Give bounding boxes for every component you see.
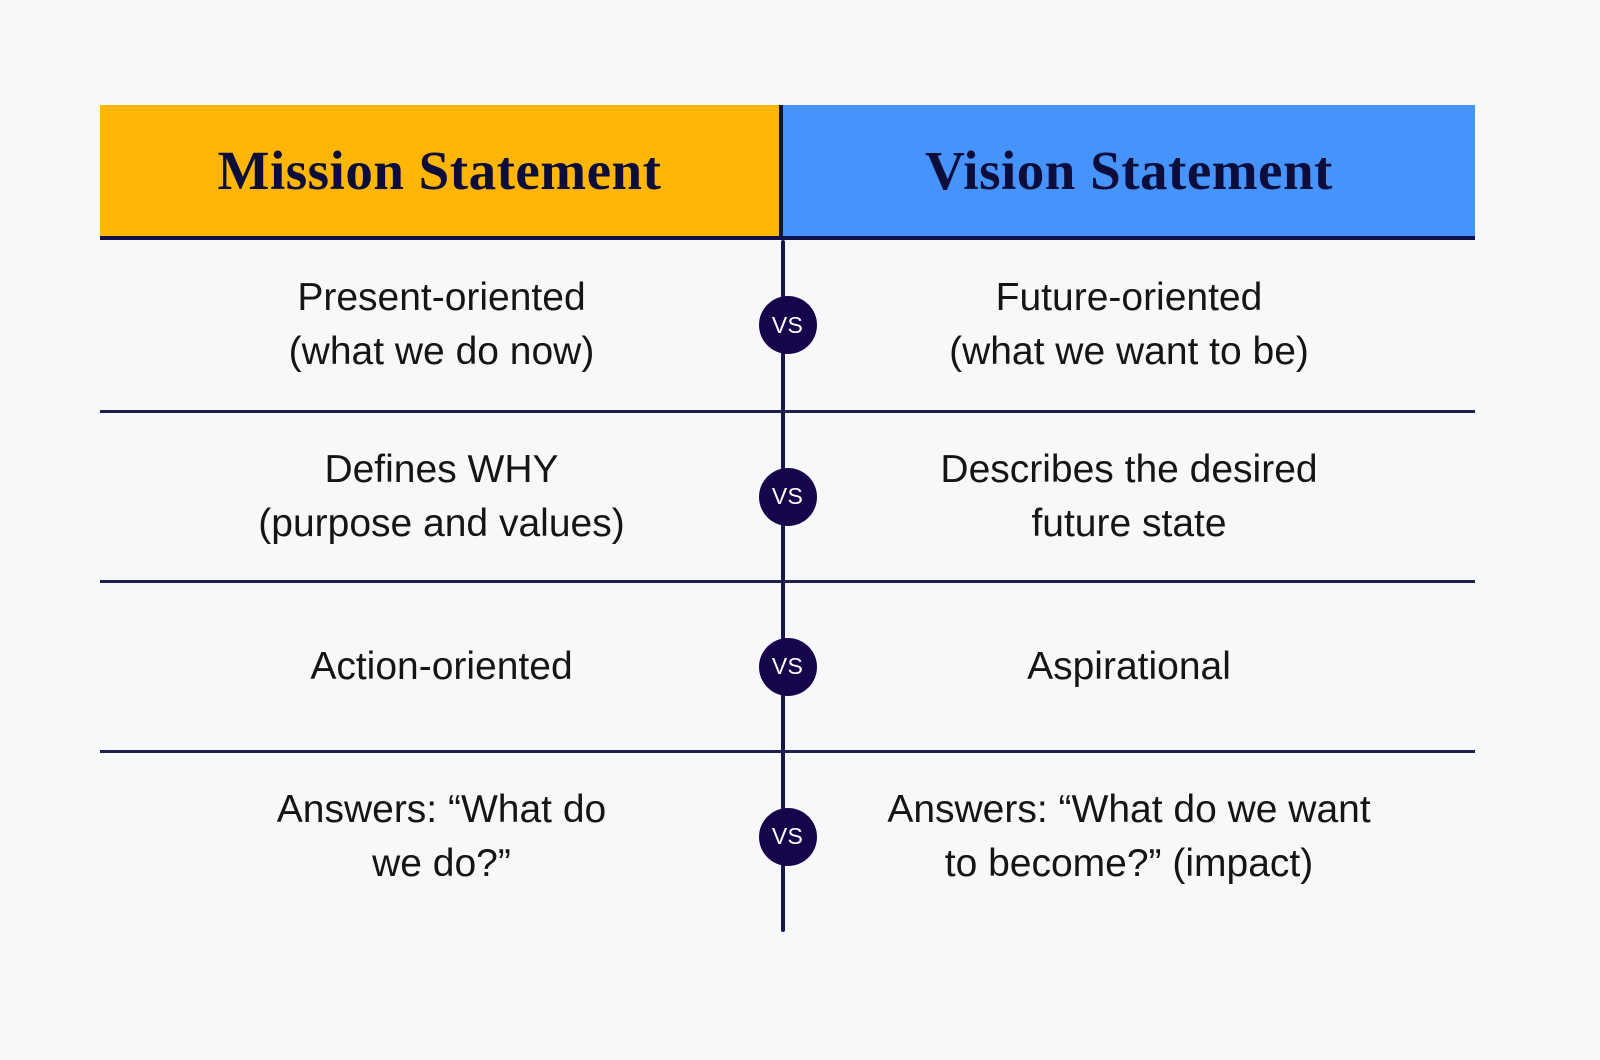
- vs-badge: vs: [758, 807, 817, 866]
- mission-cell-text: Answers: “What do we do?”: [276, 787, 607, 885]
- vision-column-title: Vision Statement: [925, 140, 1333, 201]
- vision-cell-text: Aspirational: [1027, 644, 1231, 688]
- vs-badge: vs: [758, 637, 817, 696]
- comparison-row: Present-oriented (what we do now) vs Fut…: [100, 240, 1475, 410]
- comparison-header: Mission Statement Vision Statement: [100, 105, 1475, 240]
- vision-cell: Aspirational: [783, 640, 1475, 694]
- vision-header-cell: Vision Statement: [783, 105, 1475, 236]
- vision-cell-text: Describes the desired future state: [940, 447, 1318, 545]
- vs-badge-label: vs: [771, 311, 804, 338]
- vision-cell-text: Future-oriented (what we want to be): [949, 276, 1309, 373]
- mission-cell: Action-oriented: [100, 640, 783, 694]
- vision-cell: Future-oriented (what we want to be): [783, 271, 1475, 379]
- mission-cell-text: Defines WHY (purpose and values): [258, 447, 625, 545]
- mission-cell-text: Action-oriented: [310, 644, 573, 688]
- vision-cell: Answers: “What do we want to become?” (i…: [783, 783, 1475, 891]
- comparison-rows: Present-oriented (what we do now) vs Fut…: [100, 240, 1475, 920]
- mission-column-title: Mission Statement: [217, 140, 662, 201]
- vs-badge-label: vs: [771, 823, 804, 849]
- mission-cell-text: Present-oriented (what we do now): [288, 276, 595, 373]
- comparison-row: Defines WHY (purpose and values) vs Desc…: [100, 410, 1475, 580]
- comparison-row: Action-oriented vs Aspirational: [100, 580, 1475, 750]
- vs-badge: vs: [758, 467, 817, 526]
- center-spine-line: [781, 240, 785, 932]
- vs-badge-label: vs: [771, 483, 804, 509]
- vision-cell-text: Answers: “What do we want to become?” (i…: [887, 787, 1371, 885]
- comparison-row: Answers: “What do we do?” vs Answers: “W…: [100, 750, 1475, 920]
- vs-badge: vs: [758, 296, 817, 354]
- mission-cell: Answers: “What do we do?”: [100, 783, 783, 891]
- vision-cell: Describes the desired future state: [783, 443, 1475, 551]
- mission-header-cell: Mission Statement: [100, 105, 783, 236]
- vs-badge-label: vs: [771, 653, 804, 679]
- mission-cell: Present-oriented (what we do now): [100, 271, 783, 379]
- mission-cell: Defines WHY (purpose and values): [100, 443, 783, 551]
